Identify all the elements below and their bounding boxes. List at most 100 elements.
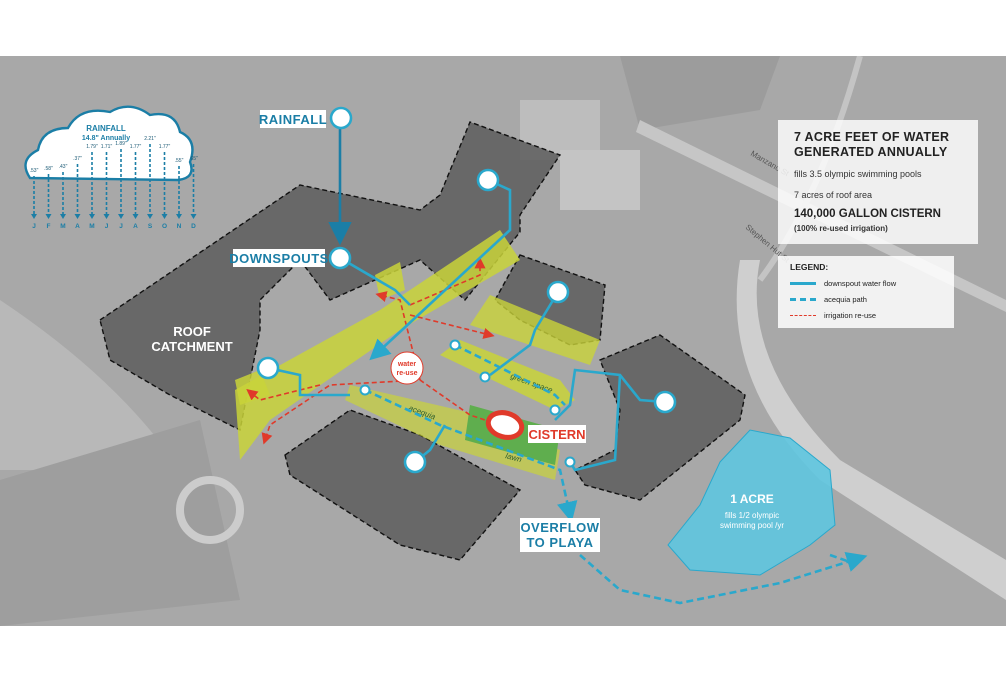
rainfall-month-label: A [133, 223, 138, 230]
playa-acre-text: fills 1/2 olympic [725, 511, 779, 520]
rainfall-month-arrow [118, 214, 124, 219]
legend-item: downspout water flow [790, 278, 896, 288]
downspout-nodes [256, 106, 677, 474]
rainfall-month-arrow [132, 214, 139, 219]
rainfall-month-arrow [161, 214, 168, 219]
rainfall-month-label: O [162, 223, 167, 230]
rainfall-month-value: .58" [44, 166, 53, 172]
roof-catchment-label: ROOF [173, 324, 211, 339]
green-space [440, 340, 575, 410]
legend: LEGEND: downspout water flow acequia pat… [778, 256, 954, 328]
rainfall-label: RAINFALL [259, 112, 327, 127]
overflow-label: OVERFLOW [520, 520, 599, 535]
rainfall-month-label: J [119, 223, 123, 230]
acequia-zone [345, 385, 560, 480]
rainfall-month-label: M [89, 223, 94, 230]
rainfall-month-arrow [147, 214, 153, 219]
rainfall-month-label: M [60, 223, 65, 230]
rainfall-month-label: S [148, 223, 153, 230]
green-zone [375, 262, 405, 300]
aerial-road [736, 260, 1006, 600]
rainfall-month-label: J [32, 223, 36, 230]
rainfall-month-value: .65" [189, 156, 198, 162]
cistern-symbol [485, 410, 525, 440]
roof-catchment-building [573, 334, 746, 501]
legend-item-label: irrigation re-use [824, 310, 877, 320]
water-reuse-text: re-use [396, 370, 417, 377]
overflow-label: TO PLAYA [526, 535, 593, 550]
water-reuse-text: water [397, 361, 417, 368]
legend-swatch-solid [790, 281, 816, 285]
info-headline: GENERATED ANNUALLY [794, 145, 948, 159]
rainfall-month-value: 1.77" [159, 144, 171, 150]
rainfall-month-arrow [176, 214, 182, 219]
cistern-label-box [528, 425, 586, 443]
rainfall-month-arrow [60, 214, 66, 219]
aerial-terrain [0, 300, 180, 470]
roof-catchment-building [284, 409, 522, 561]
info-cistern-note: (100% re-used irrigation) [794, 224, 888, 233]
playa-acre-title: 1 ACRE [730, 492, 774, 506]
rainfall-month-value: 1.79" [86, 144, 98, 150]
info-cistern: 140,000 GALLON CISTERN [794, 208, 941, 220]
aerial-roundabout [176, 476, 244, 544]
rainfall-month-arrow [31, 214, 37, 219]
rainfall-month-value: 1.89" [115, 141, 127, 147]
info-fact: 7 acres of roof area [794, 190, 873, 200]
rainfall-month-label: J [105, 223, 109, 230]
downspout-node [546, 280, 570, 304]
downspouts-label: DOWNSPOUTS [229, 251, 329, 266]
legend-item-label: acequia path [824, 294, 867, 304]
rainfall-month-label: F [47, 223, 51, 230]
rainfall-month-label: D [191, 223, 196, 230]
rainfall-cloud: RAINFALL 14.8" Annually J .53" F .58" M .43" A… [24, 105, 198, 230]
water-reuse-badge [390, 351, 424, 385]
aerial-building [560, 150, 640, 210]
roof-catchment-building [494, 254, 606, 346]
rainfall-month-value: 1.77" [130, 144, 142, 150]
cloud-title: RAINFALL [86, 124, 126, 133]
rainfall-month-arrow [103, 214, 110, 219]
cistern-label: CISTERN [528, 427, 585, 442]
acequia-paths [364, 343, 868, 605]
playa-area [667, 429, 836, 576]
junction-nodes [359, 339, 576, 468]
cloud-bars: J .53" F .58" M .43" A .37" M 1.79" J 1.71" J 1.89" A 1… [30, 136, 198, 230]
legend-item: acequia path [790, 294, 867, 304]
rainfall-month-value: .37" [73, 156, 82, 162]
rainfall-node [329, 106, 353, 130]
green-zone [235, 370, 270, 405]
cloud-subtitle: 14.8" Annually [82, 135, 130, 142]
legend-swatch-red [790, 314, 816, 316]
downspout-node [328, 246, 352, 270]
rainfall-month-arrow [74, 214, 81, 219]
downspout-node [476, 168, 500, 192]
rainfall-month-arrow [89, 214, 95, 219]
rainfall-month-value: .43" [59, 164, 68, 170]
legend-title: LEGEND: [790, 262, 829, 272]
rainfall-month-value: 1.71" [101, 144, 113, 150]
rainfall-month-value: .55" [175, 158, 184, 164]
roof-catchment-label: CATCHMENT [151, 339, 232, 354]
info-headline: 7 ACRE FEET OF WATER [794, 130, 950, 144]
rainfall-month-value: 2.21" [144, 136, 156, 142]
legend-swatch-dashed [790, 297, 816, 301]
downspout-node [403, 450, 427, 474]
legend-item: irrigation re-use [790, 310, 876, 320]
rainfall-month-value: .53" [30, 168, 39, 174]
downspout-node [256, 356, 280, 380]
info-fact: fills 3.5 olympic swimming pools [794, 169, 922, 179]
playa-acre-text: swimming pool /yr [720, 521, 784, 530]
downspouts-label-box [233, 249, 325, 267]
rainfall-month-arrow [45, 214, 52, 219]
legend-item-label: downspout water flow [824, 278, 897, 288]
rainfall-month-arrow [190, 214, 197, 219]
rainfall-label-box [260, 110, 326, 128]
downspout-node [653, 390, 677, 414]
overflow-label-box [520, 518, 600, 552]
aerial-building-block [620, 56, 780, 130]
aerial-parking [0, 420, 240, 626]
rainfall-month-label: A [75, 223, 80, 230]
water-info-box: 7 ACRE FEET OF WATER GENERATED ANNUALLY … [778, 120, 978, 244]
rainfall-month-label: N [177, 223, 182, 230]
